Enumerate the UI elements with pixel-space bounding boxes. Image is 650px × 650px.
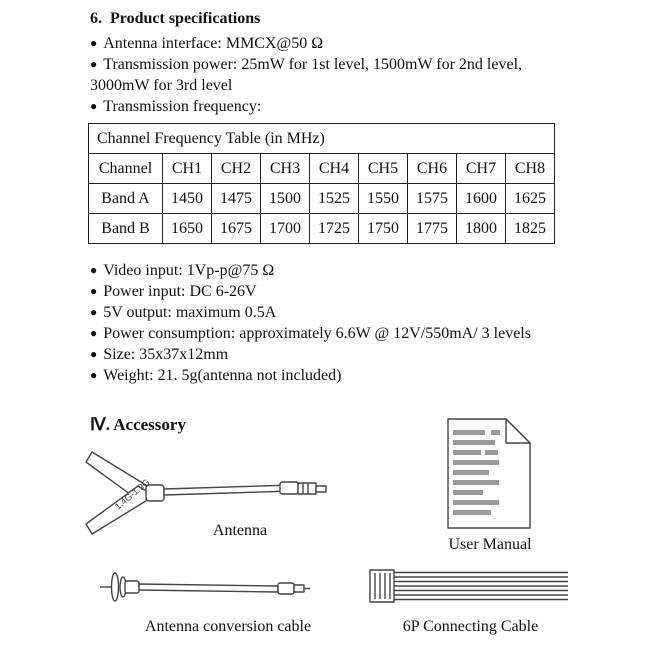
six-p-cable-caption: 6P Connecting Cable [402,618,539,635]
accessory-section: Ⅳ. Accessory 1.4G-1.9G Antenna User Manu… [0,408,650,650]
table-row: Band A 1450 1475 1500 1525 1550 1575 160… [88,183,555,214]
spec-bullet: ● Power input: DC 6-26V [90,281,568,302]
bullet-icon: ● [90,99,98,113]
table-cell: 1650 [162,213,212,244]
channel-frequency-table: Channel Frequency Table (in MHz) Channel… [88,123,555,244]
spec-text: Size: 35x37x12mm [103,346,229,363]
antenna-illustration: 1.4G-1.9G [85,451,327,535]
table-cell: 1600 [456,183,506,214]
table-header-cell: CH2 [211,153,261,184]
spec-bullet: ● Antenna interface: MMCX@50 Ω [90,33,568,54]
row-label: Band A [88,183,163,214]
table-header-cell: CH6 [407,153,457,184]
table-header-row: Channel CH1 CH2 CH3 CH4 CH5 CH6 CH7 CH8 [88,153,555,184]
table-cell: 1450 [162,183,212,214]
table-row: Band B 1650 1675 1700 1725 1750 1775 180… [88,213,555,244]
table-header-cell: CH3 [260,153,310,184]
table-cell: 1675 [211,213,261,244]
spec-bullet: ● Transmission frequency: [90,96,568,117]
spec-text: Transmission power: 25mW for 1st level, … [90,56,523,94]
table-cell: 1725 [309,213,359,244]
spec-text: Weight: 21. 5g(antenna not included) [103,367,342,384]
spec-text: Transmission frequency: [103,98,262,115]
table-header-cell: CH5 [358,153,408,184]
user-manual-illustration [447,418,531,529]
bullet-icon: ● [90,368,98,382]
spec-text: Video input: 1Vp-p@75 Ω [103,262,275,279]
table-cell: 1800 [456,213,506,244]
bullet-icon: ● [90,305,98,319]
spec-bullet: ● Video input: 1Vp-p@75 Ω [90,260,568,281]
table-cell: 1825 [505,213,555,244]
table-header-cell: CH7 [456,153,506,184]
accessory-heading: Ⅳ. Accessory [90,415,186,434]
conversion-cable-caption: Antenna conversion cable [144,618,312,635]
table-cell: 1500 [260,183,310,214]
table-header-cell: CH1 [162,153,212,184]
spec-text: Power input: DC 6-26V [103,283,257,300]
table-title-row: Channel Frequency Table (in MHz) [88,123,555,154]
table-cell: 1625 [505,183,555,214]
product-specifications-section: 6. Product specifications ● Antenna inter… [88,8,568,386]
table-cell: 1775 [407,213,457,244]
table-cell: 1575 [407,183,457,214]
table-header-cell: Channel [88,153,163,184]
spec-bullet: ●Transmission power: 25mW for 1st level,… [90,54,568,96]
antenna-caption: Antenna [212,522,268,539]
bullet-icon: ● [90,263,98,277]
bullet-icon: ● [90,347,98,361]
bullet-icon: ● [90,284,98,298]
spec-text: Power consumption: approximately 6.6W @ … [103,325,531,342]
table-cell: 1700 [260,213,310,244]
section-heading: 6. Product specifications [90,10,261,27]
spec-bullet: ● 5V output: maximum 0.5A [90,302,568,323]
spec-bullet: ● Weight: 21. 5g(antenna not included) [90,365,568,386]
bullet-icon: ● [90,36,98,50]
table-title: Channel Frequency Table (in MHz) [88,123,555,154]
conversion-cable-illustration [100,572,310,602]
table-cell: 1550 [358,183,408,214]
bullet-icon: ● [90,326,98,340]
spec-text: 5V output: maximum 0.5A [103,304,277,321]
row-label: Band B [88,213,163,244]
spec-bullet: ● Power consumption: approximately 6.6W @… [90,323,568,344]
bullet-icon: ● [90,57,98,71]
table-header-cell: CH8 [505,153,555,184]
table-header-cell: CH4 [309,153,359,184]
six-p-cable-illustration [369,569,568,603]
spec-text: Antenna interface: MMCX@50 Ω [103,35,324,52]
user-manual-caption: User Manual [448,536,532,553]
table-cell: 1475 [211,183,261,214]
table-cell: 1750 [358,213,408,244]
spec-bullet: ● Size: 35x37x12mm [90,344,568,365]
table-cell: 1525 [309,183,359,214]
